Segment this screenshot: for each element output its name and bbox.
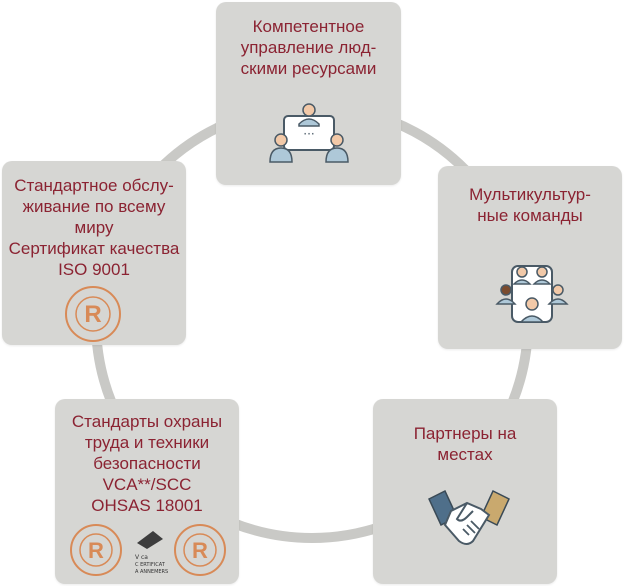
- handshake-icon: [428, 489, 510, 545]
- box-safety-standards: Стандарты охраны труда и техники безопас…: [55, 399, 239, 584]
- svg-text:A ANNEMERS: A ANNEMERS: [135, 569, 168, 575]
- vca-logo-icon: V ca C ERTIFICAT A ANNEMERS: [135, 531, 168, 575]
- svg-text:R: R: [192, 538, 208, 563]
- svg-text:C ERTIFICAT: C ERTIFICAT: [135, 562, 166, 568]
- quality-seal-icon: R: [65, 286, 121, 342]
- svg-text:V ca: V ca: [135, 554, 148, 561]
- box-multicultural-title: Мультикультур- ные команды: [469, 185, 591, 225]
- svg-text:R: R: [88, 538, 104, 563]
- lloyds-seal-icon: R: [70, 524, 122, 576]
- box-multicultural-teams: Мультикультур- ные команды: [438, 166, 622, 349]
- box-global-standard: Стандартное обслу- живание по всему миру…: [2, 161, 186, 345]
- box-local-partners: Партнеры на местах: [373, 399, 557, 584]
- svg-text:R: R: [84, 301, 101, 328]
- lloyds-seal-icon: R: [174, 524, 226, 576]
- box-global-title: Стандартное обслу- живание по всему миру…: [8, 176, 180, 279]
- team-network-icon: [495, 265, 569, 323]
- box-hr-management: Компетентное управление люд- скими ресур…: [216, 2, 401, 185]
- box-safety-title: Стандарты охраны труда и техники безопас…: [71, 412, 223, 515]
- meeting-people-icon: ···: [269, 103, 349, 163]
- box-hr-title: Компетентное управление люд- скими ресур…: [240, 17, 377, 78]
- svg-text:···: ···: [303, 127, 314, 141]
- box-partners-title: Партнеры на местах: [413, 424, 517, 464]
